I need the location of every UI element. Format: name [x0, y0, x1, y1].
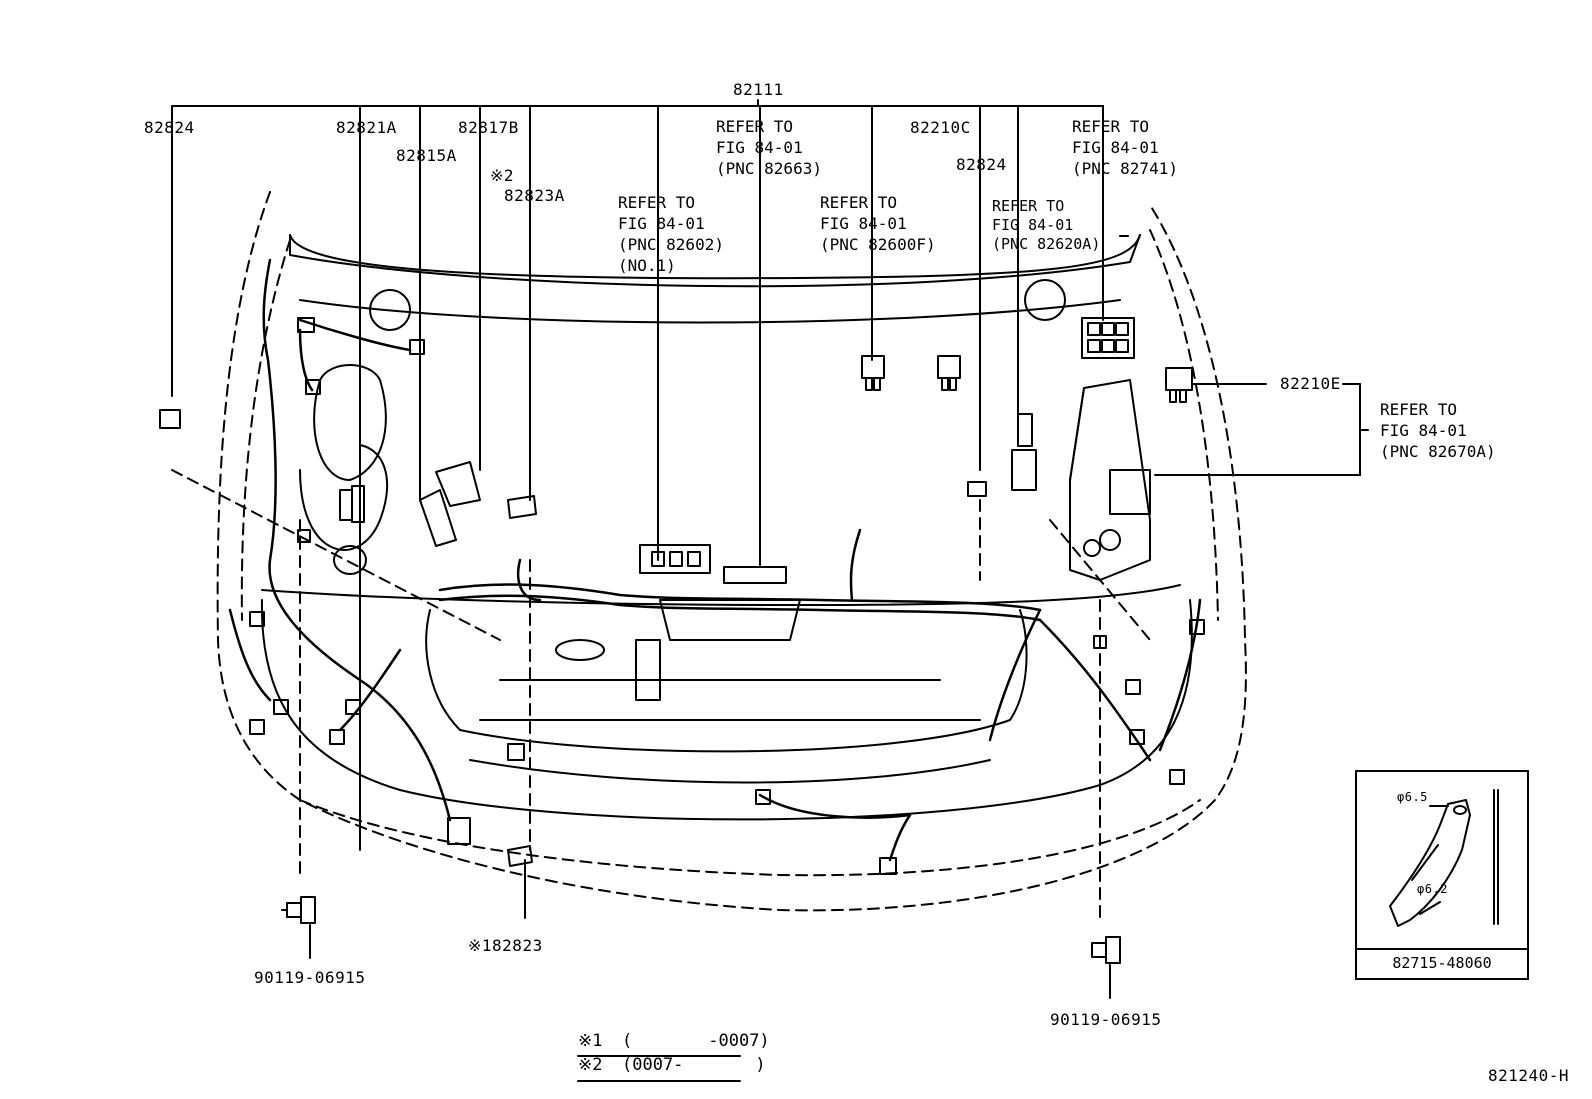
ref-line: REFER TO [1072, 117, 1150, 136]
label-82823a: 82823A [504, 186, 565, 205]
label-82210e: 82210E [1280, 374, 1341, 393]
ref-line: FIG 84-01 [992, 216, 1074, 234]
ref-82670a: REFER TO FIG 84-01 (PNC 82670A) [1380, 400, 1496, 463]
ref-line: FIG 84-01 [820, 214, 907, 233]
label-82824-left: 82824 [144, 118, 195, 137]
ref-line: (PNC 82670A) [1380, 442, 1496, 461]
ref-line: FIG 84-01 [618, 214, 705, 233]
label-82111: 82111 [733, 80, 784, 99]
notes: ※1 ( -0007) ※2 (0007- ) [578, 1030, 770, 1078]
note-to: ) [755, 1055, 766, 1075]
label-bolt-left: 90119-06915 [254, 968, 366, 987]
label-mark-2: ※2 [490, 166, 515, 185]
ref-line: REFER TO [618, 193, 696, 212]
leader-82111 [171, 99, 1104, 851]
dim-upper: φ6.5 [1397, 790, 1428, 804]
label-82815a: 82815A [396, 146, 457, 165]
ref-line: REFER TO [1380, 400, 1458, 419]
note-1: ※1 ( -0007) [578, 1030, 770, 1054]
ref-82620a: REFER TO FIG 84-01 (PNC 82620A) [992, 196, 1100, 253]
wire-harness [228, 258, 1202, 862]
engine-bay [260, 234, 1193, 821]
ref-line: (PNC 82602) [618, 235, 724, 254]
ref-line: REFER TO [992, 197, 1065, 215]
ref-line: (PNC 82620A) [992, 235, 1101, 253]
label-82210c: 82210C [910, 118, 971, 137]
bracket-icon [1389, 789, 1499, 927]
ref-line: FIG 84-01 [1380, 421, 1467, 440]
ref-line: REFER TO [820, 193, 898, 212]
ref-line: (PNC 82741) [1072, 159, 1178, 178]
label-bolt-right: 90119-06915 [1050, 1010, 1162, 1029]
ref-line: REFER TO [716, 117, 794, 136]
note-mark: ※2 [578, 1055, 603, 1075]
inset-bracket-detail: φ6.5 φ6.2 82715-48060 [1355, 770, 1529, 980]
car-body-outline [171, 191, 1247, 921]
bolt-right-icon [1091, 936, 1121, 964]
figure-code: 821240-H [1488, 1066, 1570, 1085]
note-to: -0007) [708, 1031, 770, 1051]
ref-82663: REFER TO FIG 84-01 (PNC 82663) [716, 117, 822, 180]
note-open: ( [622, 1031, 633, 1051]
ref-line: (NO.1) [618, 256, 676, 275]
label-82823-clip: ※182823 [468, 936, 543, 955]
label-82817b: 82817B [458, 118, 519, 137]
ref-line: FIG 84-01 [716, 138, 803, 157]
label-82821a: 82821A [336, 118, 397, 137]
label-82824-right: 82824 [956, 155, 1007, 174]
ref-line: (PNC 82663) [716, 159, 822, 178]
ref-82741: REFER TO FIG 84-01 (PNC 82741) [1072, 117, 1178, 180]
ref-line: FIG 84-01 [1072, 138, 1159, 157]
ref-82600f: REFER TO FIG 84-01 (PNC 82600F) [820, 193, 936, 256]
bolt-left-icon [281, 896, 316, 924]
connectors [159, 317, 1205, 875]
dim-lower: φ6.2 [1417, 882, 1448, 896]
note-open: (0007- [622, 1055, 684, 1075]
ref-line: (PNC 82600F) [820, 235, 936, 254]
leader-82210e [1154, 383, 1369, 476]
note-from [689, 1054, 749, 1077]
ref-82602: REFER TO FIG 84-01 (PNC 82602) (NO.1) [618, 193, 724, 277]
note-2: ※2 (0007- ) [578, 1054, 770, 1078]
inset-part-number: 82715-48060 [1357, 948, 1527, 978]
note-mark: ※1 [578, 1031, 603, 1051]
note-from [638, 1030, 702, 1053]
